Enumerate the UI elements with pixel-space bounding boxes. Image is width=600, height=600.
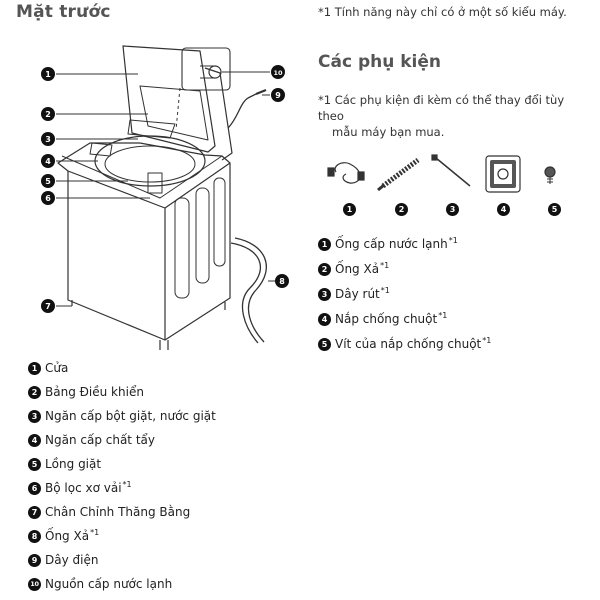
svg-text:7: 7 (45, 302, 51, 311)
callout-9: 9 (271, 88, 285, 102)
accessories-note: *1 Các phụ kiện đi kèm có thể thay đổi t… (318, 92, 588, 140)
callout-3: 3 (41, 132, 55, 146)
callout-1: 1 (41, 67, 55, 81)
svg-text:4: 4 (45, 157, 51, 166)
machine-body-outline (67, 163, 231, 341)
accessory-badge-3: 3 (446, 203, 459, 216)
callout-8: 8 (275, 274, 289, 288)
drain-hose (230, 242, 262, 344)
svg-text:8: 8 (279, 277, 285, 286)
svg-text:1: 1 (45, 70, 51, 79)
accessory-badge-4: 4 (497, 203, 510, 216)
callout-2: 2 (41, 107, 55, 121)
callout-7: 7 (41, 299, 55, 313)
svg-text:3: 3 (45, 135, 51, 144)
accessory-badge-2: 2 (395, 203, 408, 216)
svg-text:2: 2 (45, 110, 51, 119)
footnote-model-availability: *1 Tính năng này chỉ có ở một số kiểu má… (318, 5, 567, 19)
front-heading: Mặt trước (16, 2, 111, 22)
accessories-illustration (327, 154, 556, 193)
svg-text:5: 5 (45, 177, 51, 186)
callout-4: 4 (41, 154, 55, 168)
tub-opening (94, 135, 206, 187)
cable-tie-image (431, 154, 471, 187)
accessory-badge-5: 5 (548, 203, 561, 216)
rat-cover-image (485, 155, 521, 193)
inlet-hose-image (327, 162, 365, 184)
drain-hose-image (377, 157, 420, 192)
rat-cover-screw-image (544, 166, 556, 184)
water-inlet-detail-box (181, 47, 231, 91)
callout-10: 10 (271, 65, 285, 79)
accessories-note-line1: *1 Các phụ kiện đi kèm có thể thay đổi t… (318, 93, 565, 123)
washing-machine-diagram: 1 2 3 4 5 6 7 8 9 10 (41, 45, 289, 350)
accessories-heading: Các phụ kiện (318, 52, 442, 72)
accessories-note-line2: mẫu máy bạn mua. (332, 125, 445, 139)
callout-6: 6 (41, 191, 55, 205)
power-cord (227, 93, 257, 129)
callout-5: 5 (41, 174, 55, 188)
svg-text:6: 6 (45, 194, 51, 203)
machine-lid (122, 45, 216, 153)
accessory-badge-1: 1 (343, 203, 356, 216)
svg-text:9: 9 (275, 91, 281, 100)
svg-text:10: 10 (273, 69, 283, 77)
